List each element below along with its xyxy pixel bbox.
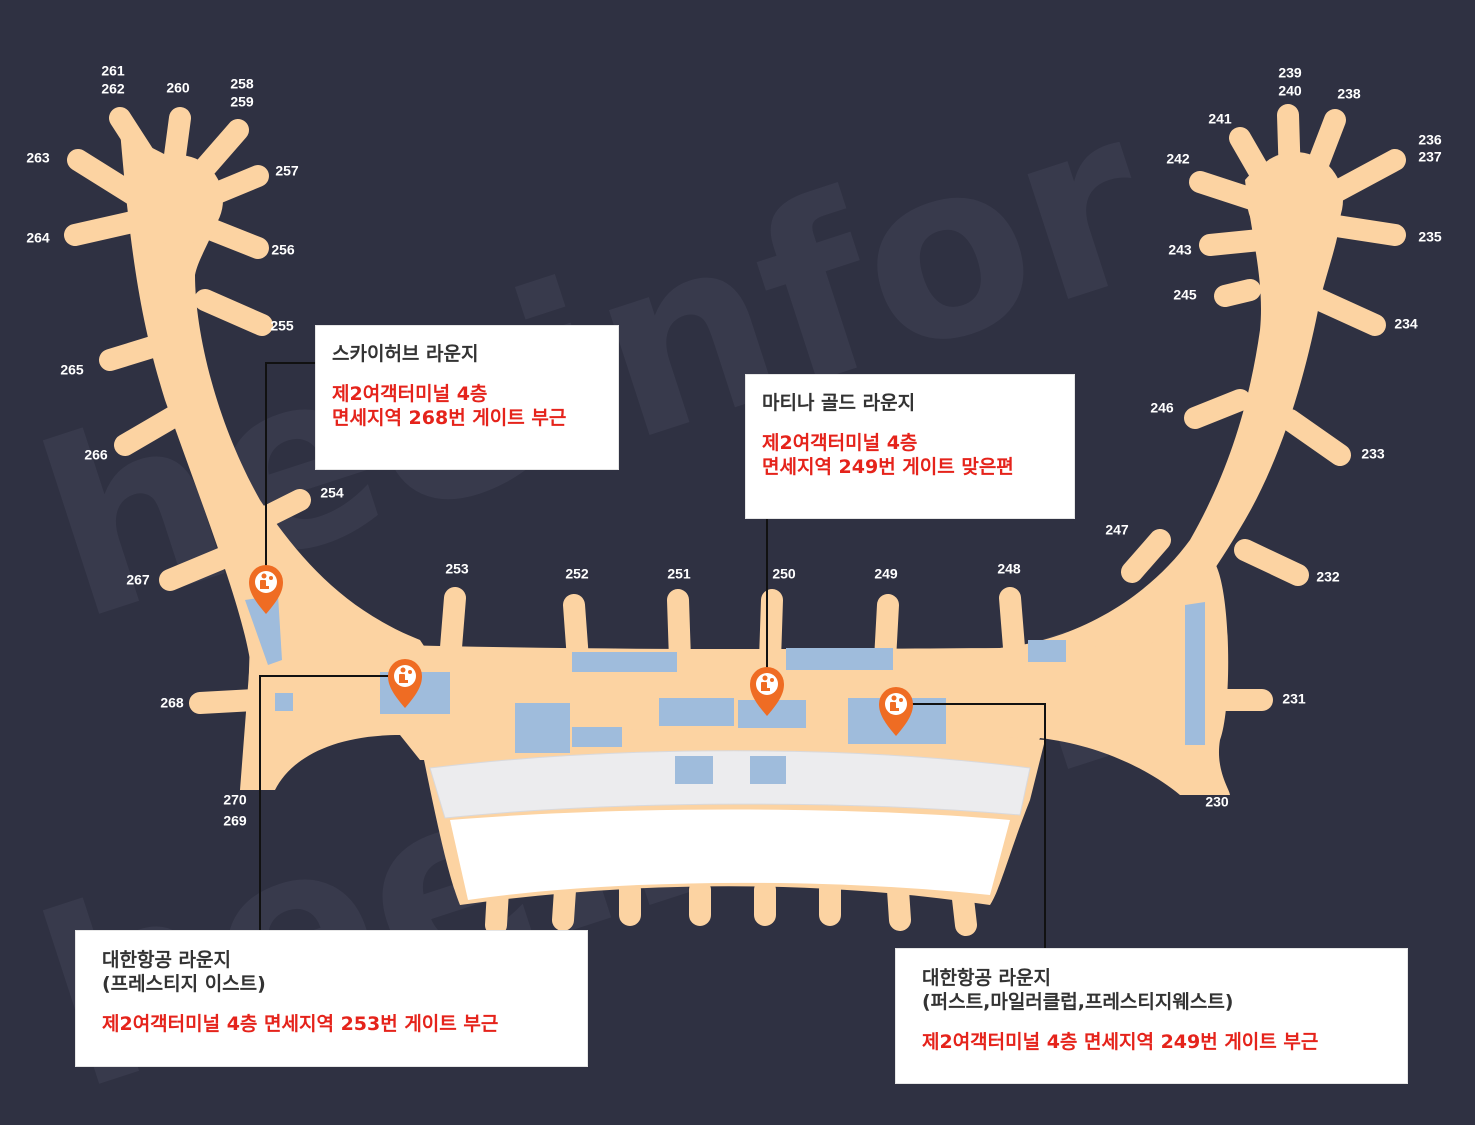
gate-label: 231 <box>1282 691 1306 707</box>
lounge-seat-icon <box>260 573 273 589</box>
lounge-name-sub: (프레스티지 이스트) <box>102 973 266 995</box>
gate-label: 270 <box>223 792 247 808</box>
gate-label: 245 <box>1173 287 1197 303</box>
lounge-location: 제2여객터미널 4층 <box>762 432 918 454</box>
gate-label: 269 <box>223 813 247 829</box>
lounge-callout-kal-first-west[interactable]: 대한항공 라운지 (퍼스트,마일러클럽,프레스티지웨스트) 제2여객터미널 4층… <box>896 949 1407 1083</box>
gate-label: 262 <box>101 81 125 97</box>
lounge-name: 마티나 골드 라운지 <box>762 392 916 414</box>
gate-label: 251 <box>667 566 691 582</box>
lounge-name-sub: (퍼스트,마일러클럽,프레스티지웨스트) <box>922 991 1234 1013</box>
gate-label: 257 <box>275 163 299 179</box>
lounge-seat-icon <box>399 667 412 683</box>
gate-label: 233 <box>1361 446 1385 462</box>
gate-label: 243 <box>1168 242 1192 258</box>
gate-label: 266 <box>84 447 108 463</box>
gate-label: 240 <box>1278 83 1302 99</box>
gate-label: 264 <box>26 230 50 246</box>
lounge-callout-kal-prestige-east[interactable]: 대한항공 라운지 (프레스티지 이스트) 제2여객터미널 4층 면세지역 253… <box>76 931 587 1066</box>
lounge-location: 제2여객터미널 4층 면세지역 253번 게이트 부근 <box>102 1013 499 1035</box>
lounge-location: 면세지역 268번 게이트 부근 <box>332 407 567 429</box>
facility-blocks <box>245 595 1205 784</box>
gate-label: 235 <box>1418 229 1442 245</box>
gate-label: 267 <box>126 572 150 588</box>
lounge-pin[interactable] <box>879 687 913 736</box>
gate-label: 230 <box>1205 794 1229 810</box>
gate-label: 232 <box>1316 569 1340 585</box>
gate-label: 258 <box>230 76 254 92</box>
main-terminal-building <box>429 750 1031 900</box>
lounge-callout-matina-gold[interactable]: 마티나 골드 라운지 제2여객터미널 4층 면세지역 249번 게이트 맞은편 <box>746 375 1074 518</box>
lounge-seat-icon <box>761 675 774 691</box>
lounge-callout-skyhub[interactable]: 스카이허브 라운지 제2여객터미널 4층 면세지역 268번 게이트 부근 <box>316 326 618 469</box>
gate-label: 237 <box>1418 149 1442 165</box>
lounge-name: 스카이허브 라운지 <box>332 343 479 365</box>
lounge-location: 제2여객터미널 4층 면세지역 249번 게이트 부근 <box>922 1031 1319 1053</box>
lounge-name: 대한항공 라운지 <box>922 967 1051 989</box>
gate-label: 253 <box>445 561 469 577</box>
lounge-pin[interactable] <box>249 565 283 614</box>
lounge-name: 대한항공 라운지 <box>102 949 231 971</box>
gate-label: 259 <box>230 94 254 110</box>
lounge-pin[interactable] <box>388 659 422 708</box>
gate-label: 263 <box>26 150 50 166</box>
gate-label: 246 <box>1150 400 1174 416</box>
gate-label: 265 <box>60 362 84 378</box>
leader-lines <box>259 362 1046 948</box>
gate-label: 261 <box>101 63 125 79</box>
gate-labels: 261 262 260 258 259 257 263 264 256 255 … <box>26 63 1442 829</box>
lounge-pin[interactable] <box>750 667 784 716</box>
gate-label: 241 <box>1208 111 1232 127</box>
lounge-location: 제2여객터미널 4층 <box>332 383 488 405</box>
gate-label: 249 <box>874 566 898 582</box>
gate-label: 247 <box>1105 522 1129 538</box>
gate-label: 268 <box>160 695 184 711</box>
gate-label: 254 <box>320 485 344 501</box>
gate-label: 238 <box>1337 86 1361 102</box>
gate-label: 239 <box>1278 65 1302 81</box>
gate-label: 260 <box>166 80 190 96</box>
lounge-pins <box>249 565 913 736</box>
gate-label: 242 <box>1166 151 1190 167</box>
lounge-location: 면세지역 249번 게이트 맞은편 <box>762 456 1014 478</box>
gate-label: 250 <box>772 566 796 582</box>
lounge-seat-icon <box>890 695 903 711</box>
gate-label: 256 <box>271 242 295 258</box>
gate-label: 236 <box>1418 132 1442 148</box>
gate-label: 248 <box>997 561 1021 577</box>
gate-label: 234 <box>1394 316 1418 332</box>
gate-label: 255 <box>270 318 294 334</box>
gate-label: 252 <box>565 566 589 582</box>
